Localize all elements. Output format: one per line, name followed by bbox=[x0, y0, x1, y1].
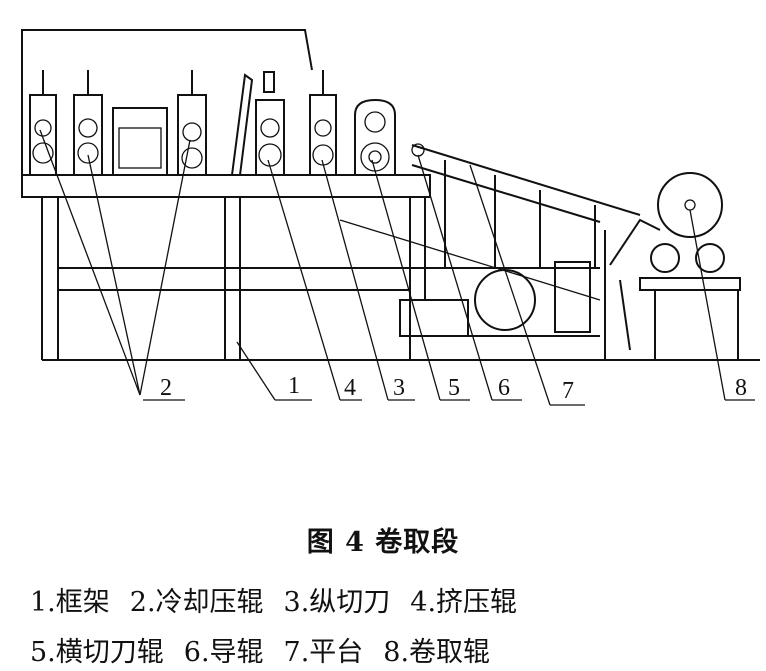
legend-item: 4.挤压辊 bbox=[410, 587, 518, 618]
cooling-roll-stand-c bbox=[177, 70, 207, 176]
legend-item: 2.冷却压辊 bbox=[129, 587, 264, 618]
legend-item: 7.平台 bbox=[283, 637, 364, 668]
cooling-roll-stand-b bbox=[73, 70, 103, 176]
winding-section-drawing: 2 1 4 3 5 6 7 8 bbox=[21, 29, 760, 406]
legend-item: 1.框架 bbox=[30, 587, 110, 618]
callout-6: 6 bbox=[498, 375, 510, 401]
callout-2: 2 bbox=[160, 375, 172, 401]
cross-cutter-stand bbox=[354, 98, 396, 176]
legend-row-2: 5.横切刀辊 6.导辊 7.平台 8.卷取辊 bbox=[30, 630, 510, 669]
callout-3: 3 bbox=[393, 375, 405, 401]
drive-motor bbox=[399, 261, 600, 337]
callout-7: 7 bbox=[562, 378, 574, 404]
legend-item: 3.纵切刀 bbox=[283, 587, 391, 618]
cooling-roll-stand-a bbox=[29, 70, 57, 176]
roll-stands bbox=[29, 70, 396, 176]
callout-labels: 2 1 4 3 5 6 7 8 bbox=[160, 373, 747, 404]
cooling-unit bbox=[112, 107, 168, 176]
legend-row-1: 1.框架 2.冷却压辊 3.纵切刀 4.挤压辊 bbox=[30, 580, 537, 619]
legend-item: 8.卷取辊 bbox=[383, 637, 491, 668]
upper-frame bbox=[21, 29, 313, 175]
slitter-stand bbox=[309, 70, 337, 176]
callout-1: 1 bbox=[288, 373, 300, 399]
legend-item: 6.导辊 bbox=[183, 637, 264, 668]
legend-item: 5.横切刀辊 bbox=[30, 637, 164, 668]
frame-table bbox=[21, 174, 760, 361]
guide-plate bbox=[231, 73, 254, 176]
squeeze-roll-stand bbox=[255, 71, 285, 176]
platform bbox=[339, 143, 641, 360]
leader-lines bbox=[39, 129, 755, 406]
callout-5: 5 bbox=[448, 375, 460, 401]
callout-4: 4 bbox=[344, 375, 356, 401]
callout-8: 8 bbox=[735, 375, 747, 401]
winding-stand bbox=[604, 172, 741, 360]
figure-caption: 图 4 卷取段 bbox=[306, 527, 460, 558]
